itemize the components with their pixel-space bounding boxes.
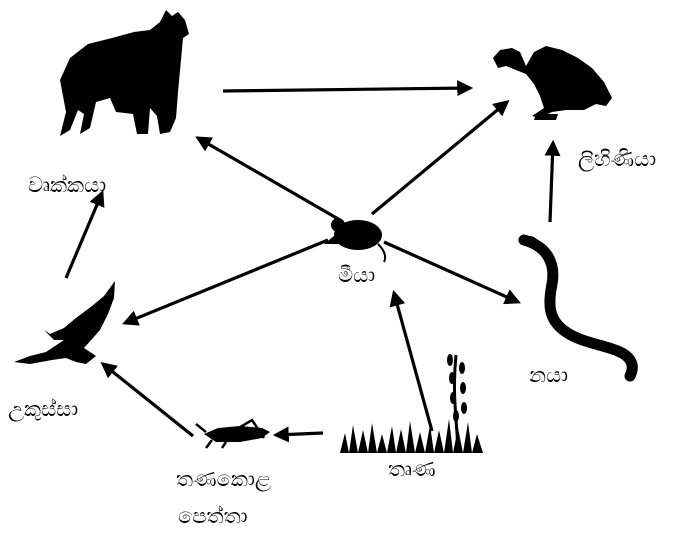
arrow-mouse-to-hawk [125, 240, 328, 323]
arrow-grasshopper-to-hawk [103, 364, 193, 436]
vulture-label: ලිහිණියා [578, 148, 656, 171]
grasshopper-label-line1: තණකොළ [176, 468, 271, 491]
hawk-icon [14, 281, 115, 364]
arrow-grass-to-grasshopper [276, 433, 323, 435]
grass-label: තෘණ [388, 458, 436, 481]
mouse-icon [324, 218, 385, 262]
grasshopper-icon [196, 420, 270, 448]
snake-label: නයා [529, 364, 568, 387]
wolf-label: වෘක්කයා [28, 174, 106, 197]
grasshopper-label-line2: පෙත්තා [178, 505, 248, 528]
arrow-hawk-to-wolf [66, 193, 102, 278]
arrow-mouse-to-wolf [198, 138, 340, 220]
hawk-label: උකුස්සා [8, 398, 78, 421]
arrow-snake-to-vulture [550, 143, 553, 222]
arrow-grass-to-mouse [394, 293, 432, 431]
grass-icon [340, 354, 483, 453]
arrow-mouse-to-snake [384, 242, 518, 302]
arrow-wolf-to-vulture [223, 88, 470, 91]
snake-icon [521, 236, 632, 376]
arrow-mouse-to-vulture [372, 102, 507, 214]
wolf-icon [60, 10, 189, 136]
vulture-icon [493, 46, 612, 120]
mouse-label: මීයා [338, 264, 375, 287]
